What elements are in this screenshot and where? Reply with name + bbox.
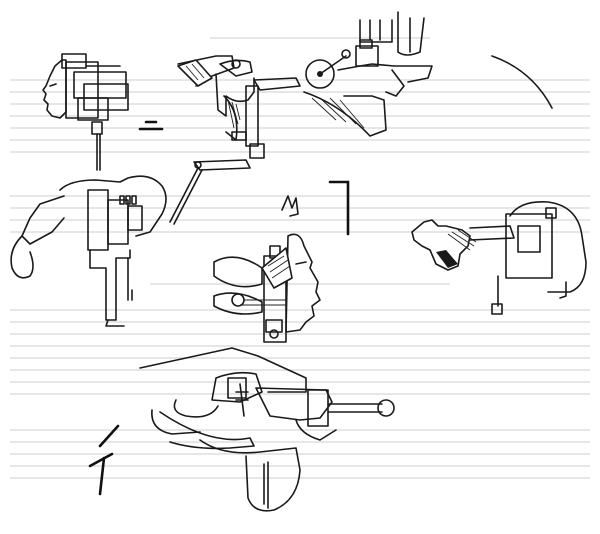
profile-head-icon — [411, 219, 471, 271]
profile-head-icon — [285, 233, 321, 333]
telephone-bust-left — [10, 159, 251, 327]
central-profile-figure — [213, 195, 321, 343]
faint-background-text — [10, 37, 590, 479]
telephone-receiver-icon — [10, 235, 34, 279]
curved-stroke — [491, 55, 553, 109]
bracket-stroke — [328, 180, 350, 236]
wheel-icon — [305, 59, 335, 89]
head-machine-left-top — [42, 53, 164, 171]
loose-strokes — [88, 424, 120, 496]
profile-head-icon — [42, 59, 67, 119]
boat-base-bottom — [139, 347, 395, 512]
profile-head-right — [411, 200, 587, 315]
winged-apparatus-top-center — [177, 11, 433, 159]
